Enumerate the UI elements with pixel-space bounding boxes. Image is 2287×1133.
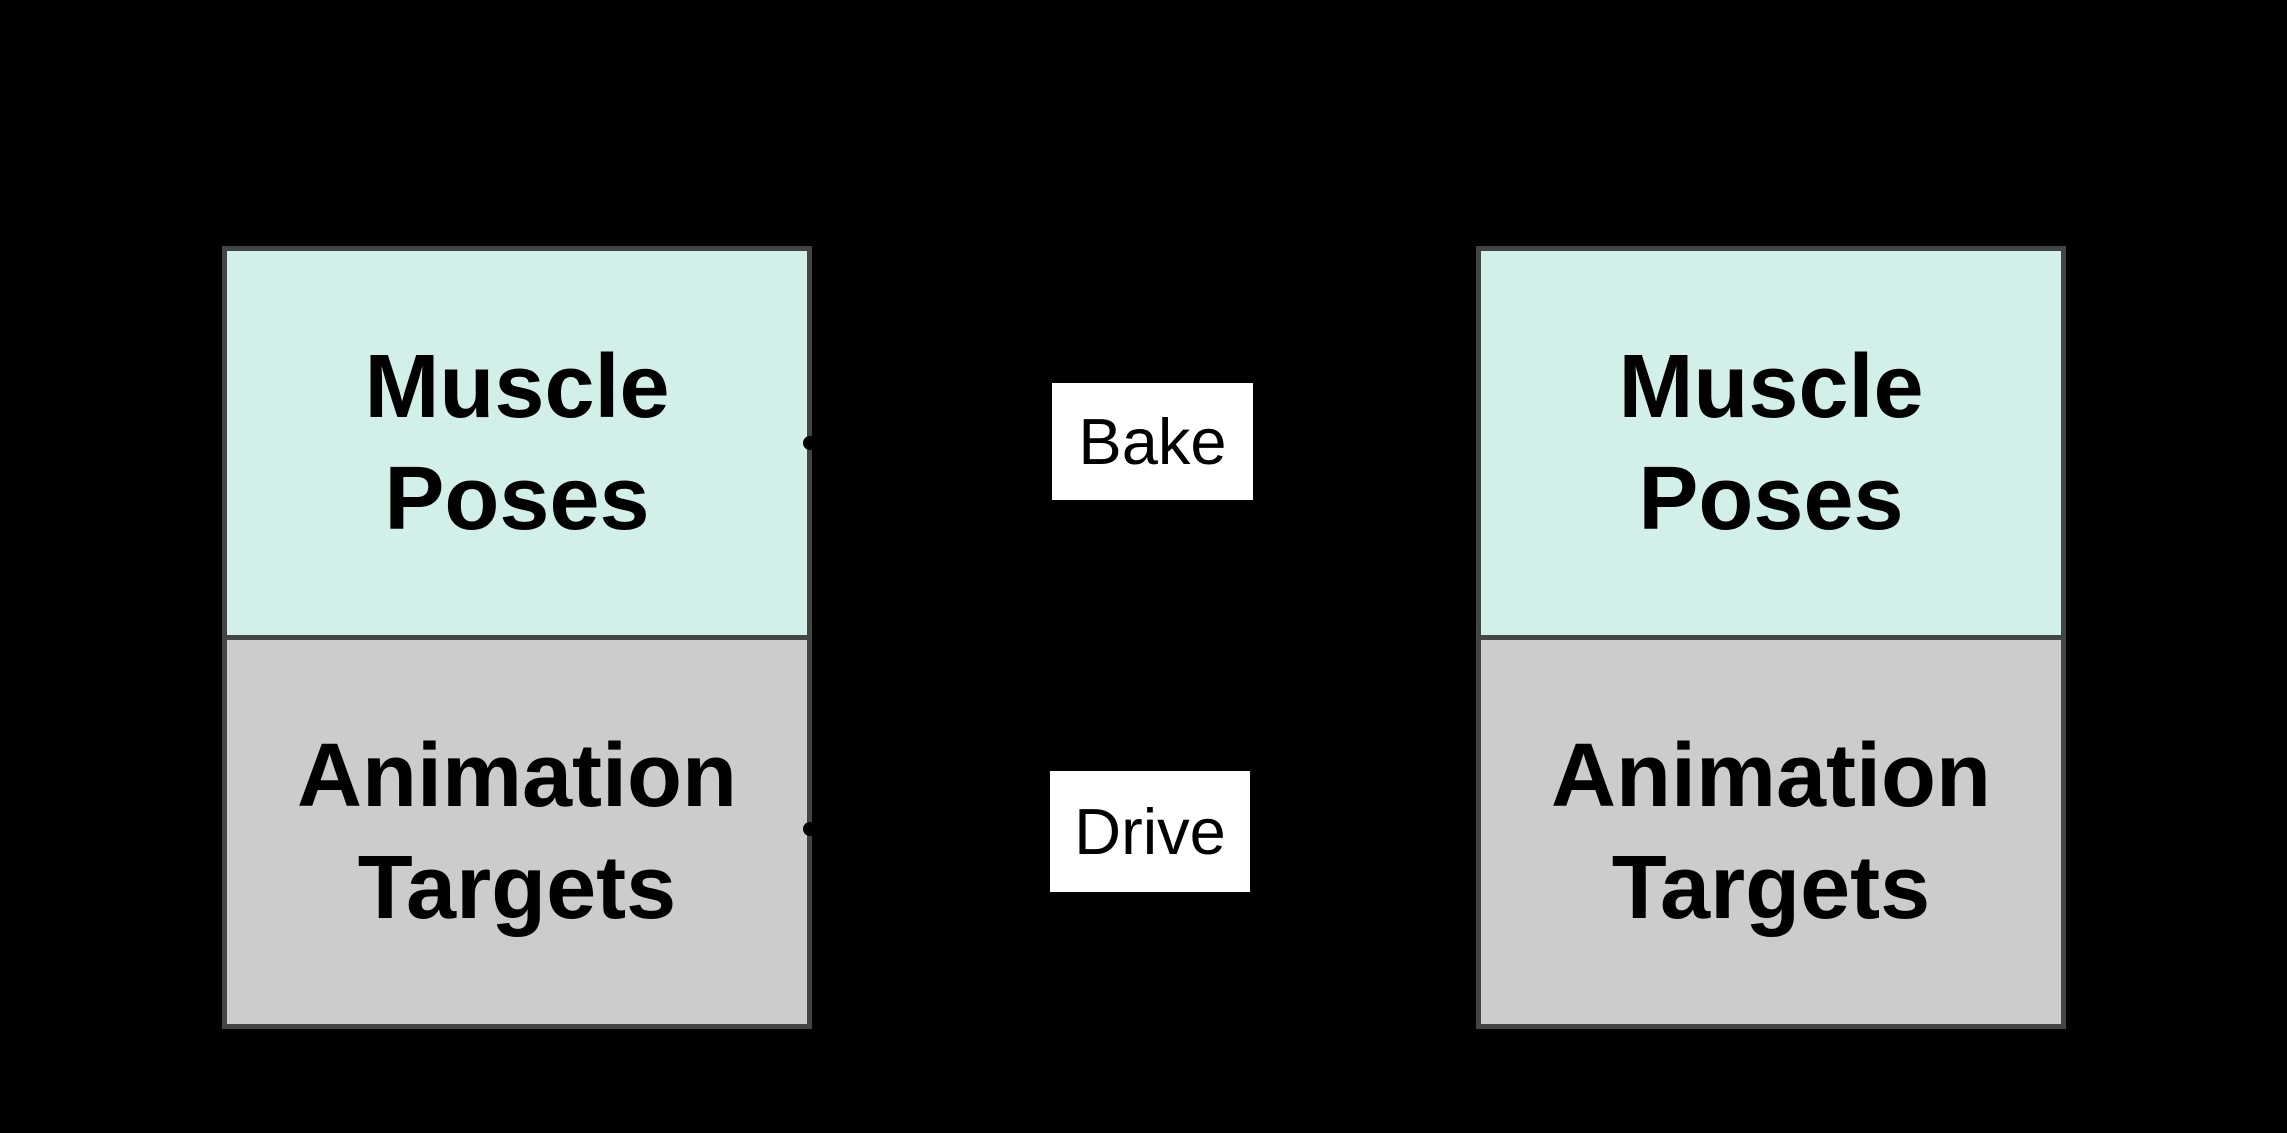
drive-edge-label: Drive: [1074, 795, 1226, 868]
target-stack-box: Muscle Poses Animation Targets: [1476, 246, 2066, 1029]
label-line: Muscle: [1618, 337, 1924, 437]
label-line: Animation: [1551, 726, 1991, 826]
source-animation-targets-label: Animation Targets: [297, 720, 737, 944]
bake-arrow-endpoint-dot-icon: [803, 436, 817, 450]
bake-edge-label-chip: Bake: [1052, 383, 1253, 500]
source-stack-box: Muscle Poses Animation Targets: [222, 246, 812, 1029]
target-muscle-poses-label: Muscle Poses: [1618, 331, 1923, 555]
label-line: Targets: [1611, 838, 1931, 938]
label-line: Poses: [1638, 449, 1904, 549]
target-animation-targets-label: Animation Targets: [1551, 720, 1991, 944]
label-line: Poses: [384, 449, 650, 549]
label-line: Muscle: [364, 337, 670, 437]
source-muscle-poses-section: Muscle Poses: [227, 251, 807, 635]
label-line: Targets: [357, 838, 677, 938]
source-animation-targets-section: Animation Targets: [227, 635, 807, 1024]
bake-edge-label: Bake: [1078, 405, 1227, 478]
source-muscle-poses-label: Muscle Poses: [364, 331, 669, 555]
label-line: Animation: [297, 726, 737, 826]
target-animation-targets-section: Animation Targets: [1481, 635, 2061, 1024]
drive-arrow-endpoint-dot-icon: [803, 822, 817, 836]
target-muscle-poses-section: Muscle Poses: [1481, 251, 2061, 635]
drive-edge-label-chip: Drive: [1050, 771, 1250, 892]
